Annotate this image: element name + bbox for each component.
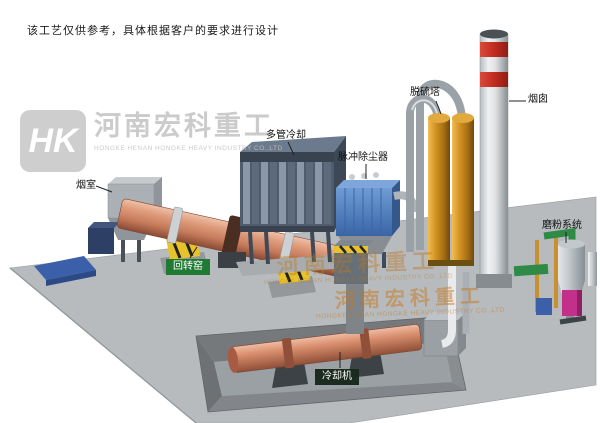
pit-end-box: [423, 312, 466, 357]
kiln-hood-unit: [334, 240, 374, 334]
underground-pipes: [440, 266, 470, 348]
label-grinding-system: 磨粉系统: [542, 220, 582, 231]
disclaimer-text: 该工艺仅供参考，具体根据客户的要求进行设计: [27, 25, 279, 37]
multi-tube-cooler-unit: [236, 136, 346, 276]
chimney-unit: [476, 29, 512, 288]
label-desulfurization-tower: 脱硫塔: [410, 87, 440, 98]
blue-pallet: [34, 256, 96, 286]
label-chimney: 烟囱: [528, 94, 548, 105]
label-cooling-machine: 冷却机: [315, 369, 359, 385]
label-leader-lines: [95, 100, 567, 368]
grinding-system-unit: [513, 227, 597, 325]
label-rotary-kiln: 回转窑: [166, 259, 210, 275]
cooling-cylinder: [227, 324, 423, 373]
label-smoke-chamber: 烟室: [76, 180, 96, 191]
cooling-machine-unit: [227, 312, 466, 388]
label-pulse-dust-collector: 脉冲除尘器: [338, 152, 388, 163]
label-multi-tube-cooler: 多管冷却: [266, 130, 306, 141]
desulfurization-tower-unit: [406, 80, 474, 266]
